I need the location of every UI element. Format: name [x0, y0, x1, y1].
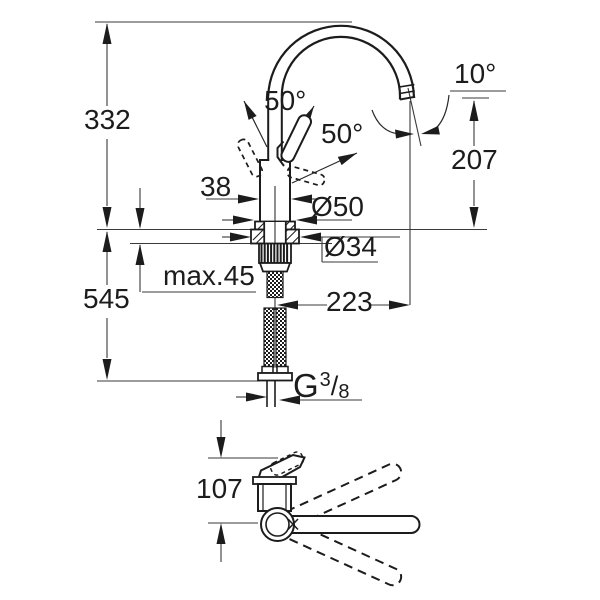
dim-height-above-deck: 332: [84, 104, 131, 135]
thread-numerator: 3: [319, 369, 331, 391]
dim-height-total: 545: [83, 283, 130, 314]
faucet-top-view: [252, 451, 421, 587]
dim-outlet-angle: 10°: [454, 58, 497, 89]
thread-g: G: [293, 367, 319, 404]
dim-deck-thickness-max: max.45: [163, 260, 255, 291]
dim-spout-reach: 223: [326, 286, 373, 317]
dim-thread-size: G3/8: [293, 369, 349, 402]
dim-body-width: 38: [200, 171, 232, 202]
thread-slash: /: [330, 371, 339, 401]
dim-base-diameter: Ø50: [311, 191, 364, 222]
dim-hole-diameter: Ø34: [324, 231, 377, 262]
dim-swivel-offset: 107: [196, 473, 243, 504]
dim-outlet-height: 207: [451, 144, 498, 175]
faucet-side-view: [236, 24, 416, 407]
dim-handle-angle-right: 50°: [321, 118, 364, 149]
dim-handle-angle-left: 50°: [264, 85, 307, 116]
thread-denominator: 8: [338, 381, 350, 403]
